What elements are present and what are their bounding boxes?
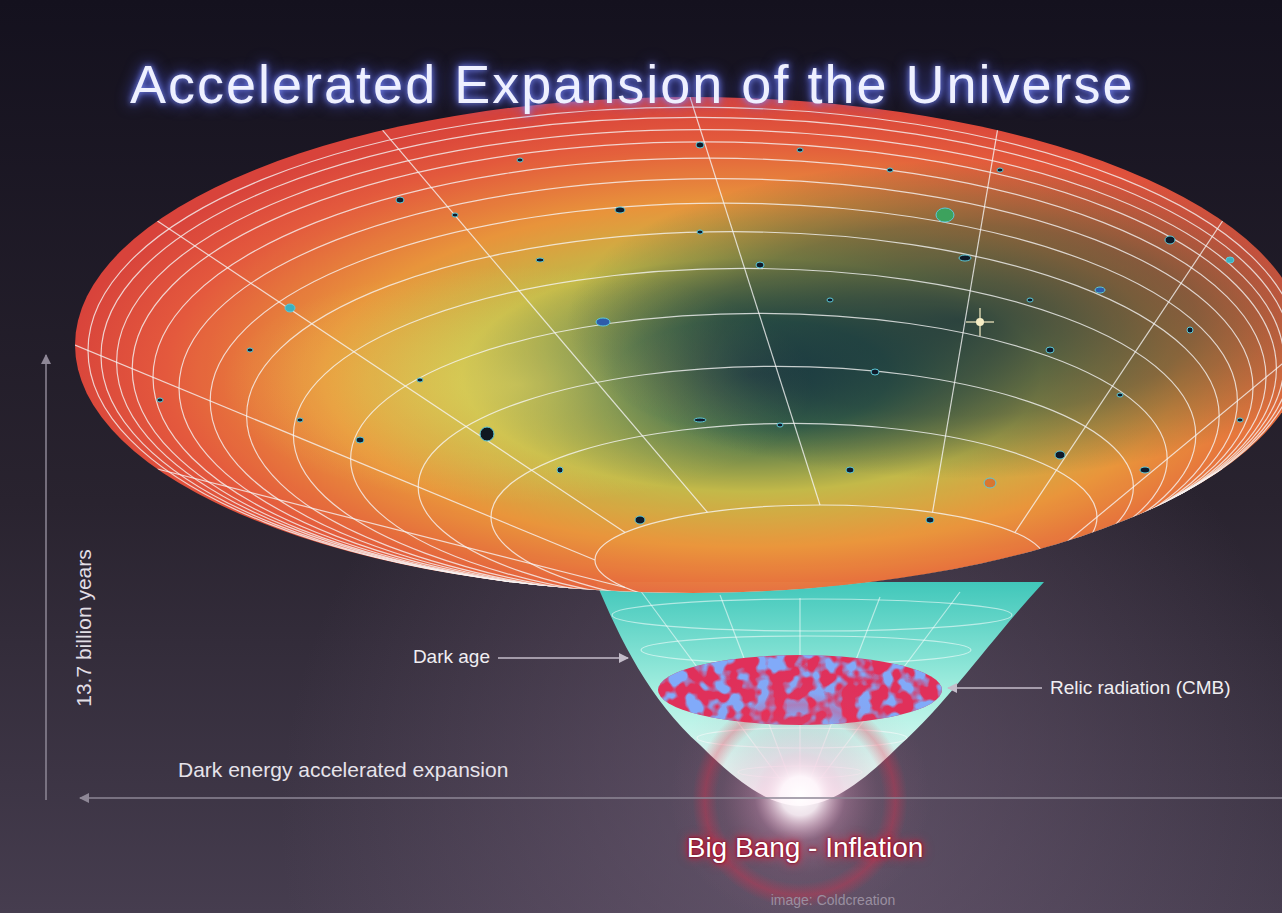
leader-line [498, 657, 628, 659]
galaxy [396, 197, 404, 203]
galaxy [1237, 418, 1243, 422]
disc-shadow [75, 97, 1282, 593]
galaxy [959, 255, 971, 261]
era-label: Relic radiation (CMB) [1050, 677, 1231, 699]
galaxy [1165, 236, 1175, 244]
axis-label: 13.7 billion years [72, 549, 96, 707]
galaxy [1046, 347, 1054, 353]
galaxy [285, 304, 295, 312]
title: Accelerated Expansion of the Universe [130, 53, 1135, 115]
galaxy [827, 298, 833, 302]
axis-label: Dark energy accelerated expansion [178, 758, 508, 782]
galaxy [1117, 393, 1123, 397]
galaxy [417, 378, 423, 382]
disc-grid-ring [117, 130, 1282, 595]
galaxy [297, 418, 303, 422]
galaxy [887, 168, 893, 172]
time-axis-arrow [45, 355, 47, 800]
galaxy [596, 318, 610, 326]
disc-grid-line [75, 345, 595, 560]
disc-grid [75, 97, 1282, 615]
galaxy [1187, 327, 1193, 333]
galaxy [536, 258, 544, 262]
disc-grid-line [690, 97, 820, 505]
galaxy [777, 423, 783, 427]
galaxy [936, 208, 954, 222]
disc-grid-line [1015, 221, 1223, 533]
origin-label: Big Bang - Inflation [687, 832, 924, 864]
disc-highlight [75, 97, 1282, 593]
disc-grid-ring [293, 268, 1195, 602]
credit-label: image: Coldcreation [771, 892, 896, 908]
disc-grid-line [933, 130, 998, 512]
galaxy [1027, 298, 1033, 302]
disc-grid-ring [88, 107, 1282, 593]
galaxy [997, 168, 1003, 172]
galaxy [480, 427, 494, 441]
galaxy [697, 230, 703, 234]
disc-grid-ring [491, 423, 1097, 610]
disc-grid-line [1045, 345, 1282, 560]
disc-grid-ring [153, 158, 1266, 596]
disc-grid-ring [418, 366, 1133, 607]
galaxy [1226, 257, 1234, 263]
era-label: Dark age [413, 646, 490, 668]
galaxy [356, 437, 364, 443]
galaxy [984, 478, 996, 488]
galaxy [635, 516, 645, 524]
star-ray [979, 308, 980, 336]
galaxy [557, 467, 563, 473]
disc-grid-ring [101, 117, 1282, 594]
galaxy [247, 348, 253, 352]
galaxy [797, 148, 803, 152]
galaxy [615, 207, 625, 213]
galaxy [694, 418, 706, 422]
galaxies [157, 142, 1243, 524]
disc-grid-ring [247, 232, 1220, 601]
galaxy [696, 142, 704, 148]
galaxy [1055, 451, 1065, 459]
star-sparkle [966, 308, 994, 336]
galaxy [846, 467, 854, 473]
galaxy [1095, 287, 1105, 293]
galaxy [871, 369, 879, 375]
expansion-axis-arrow [80, 797, 1282, 799]
cone-grid-ring [612, 599, 1012, 631]
disc-grid-ring [179, 179, 1253, 598]
disc-grid-line [383, 130, 708, 512]
disc-body [75, 97, 1282, 593]
disc-grid-ring [595, 505, 1045, 615]
galaxy [452, 213, 458, 217]
disc-grid-ring [210, 203, 1237, 599]
disc-grid-line [157, 469, 625, 588]
expanding-universe-disc [75, 97, 1282, 615]
galaxy [157, 398, 163, 402]
bang-glow [670, 666, 930, 913]
galaxy [517, 158, 523, 162]
disc-grid-ring [351, 313, 1168, 604]
leader-line [948, 687, 1042, 689]
galaxy [1140, 467, 1150, 473]
disc-grid-line [157, 221, 625, 533]
galaxy [756, 262, 764, 268]
galaxy [926, 517, 934, 523]
